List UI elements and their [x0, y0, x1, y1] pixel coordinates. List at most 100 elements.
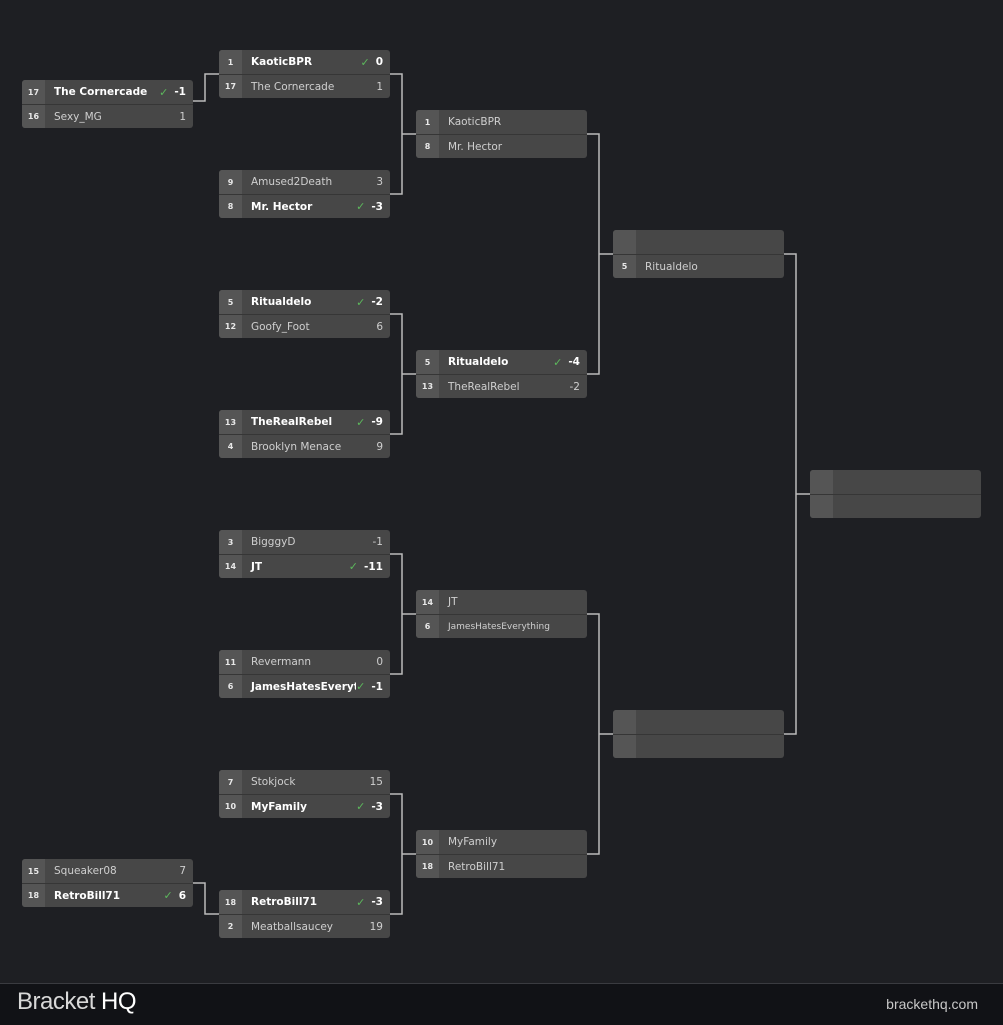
team-score: 6: [178, 889, 186, 902]
team-seed: 11: [219, 650, 242, 674]
team-name: BigggyD: [251, 536, 296, 548]
team-score: -2: [569, 380, 580, 393]
team-row[interactable]: 1 KaoticBPR: [416, 110, 587, 134]
team-name: KaoticBPR: [448, 116, 502, 128]
team-seed: 10: [416, 830, 439, 854]
team-seed: 17: [22, 80, 45, 104]
winner-check-icon: ✓: [356, 415, 366, 429]
team-name: Mr. Hector: [251, 200, 313, 213]
team-name: KaoticBPR: [251, 56, 313, 68]
match-round-1[interactable]: 11Revermann06JamesHatesEverything✓-1: [219, 650, 390, 698]
team-seed: 1: [416, 110, 439, 134]
team-name: The Cornercade: [251, 80, 335, 93]
team-seed: [613, 230, 636, 254]
team-name: MyFamily: [448, 836, 498, 848]
brand-logo[interactable]: Bracket HQ: [17, 988, 137, 1016]
match-semifinal[interactable]: [613, 710, 784, 758]
site-link[interactable]: brackethq.com: [886, 996, 978, 1012]
team-name: JT: [448, 596, 458, 608]
team-row[interactable]: 1 KaoticBPR ✓ 0: [219, 50, 390, 74]
team-name: Goofy_Foot: [251, 320, 310, 333]
team-name: Ritualdelo: [645, 260, 698, 273]
team-seed: [810, 470, 833, 494]
team-seed: 10: [219, 795, 242, 818]
team-score: 0: [375, 56, 383, 68]
team-name: Sexy_MG: [54, 110, 102, 123]
team-name: TheRealRebel: [251, 416, 333, 428]
winner-check-icon: ✓: [159, 85, 169, 99]
team-seed: 18: [219, 890, 242, 914]
team-name: Meatballsaucey: [251, 920, 334, 933]
team-seed: 13: [416, 375, 439, 398]
team-name: Mr. Hector: [448, 140, 503, 153]
team-seed: 15: [22, 859, 45, 883]
footer: Bracket HQ brackethq.com: [0, 983, 1003, 1025]
brand-light: Bracket: [17, 988, 95, 1015]
team-row[interactable]: 10 MyFamily: [416, 830, 587, 854]
team-seed: 12: [219, 315, 242, 338]
team-row[interactable]: [810, 470, 981, 494]
team-name: RetroBill71: [54, 889, 121, 902]
team-seed: 4: [219, 435, 242, 458]
team-seed: 8: [416, 135, 439, 158]
team-score: 7: [179, 865, 186, 877]
team-row[interactable]: [810, 494, 981, 518]
winner-check-icon: ✓: [348, 560, 359, 573]
team-row[interactable]: [613, 734, 784, 758]
team-name: JT: [251, 560, 263, 573]
team-name: MyFamily: [251, 800, 307, 813]
team-row[interactable]: [613, 710, 784, 734]
team-seed: 1: [219, 50, 242, 74]
team-row[interactable]: 8 Mr. Hector: [416, 134, 587, 158]
team-score: -11: [364, 560, 383, 573]
team-row[interactable]: [613, 230, 784, 254]
team-row[interactable]: 15 Squeaker08 7: [22, 859, 193, 883]
connector-line: [587, 133, 613, 375]
team-score: -3: [371, 800, 383, 813]
team-name: Squeaker08: [54, 865, 117, 877]
connector-line: [587, 613, 613, 855]
team-seed: 2: [219, 915, 242, 938]
team-seed: [613, 735, 636, 758]
match-round-2[interactable]: 1 KaoticBPR 8 Mr. Hector: [416, 110, 587, 158]
match-final[interactable]: [810, 470, 981, 518]
winner-check-icon: ✓: [360, 55, 370, 69]
